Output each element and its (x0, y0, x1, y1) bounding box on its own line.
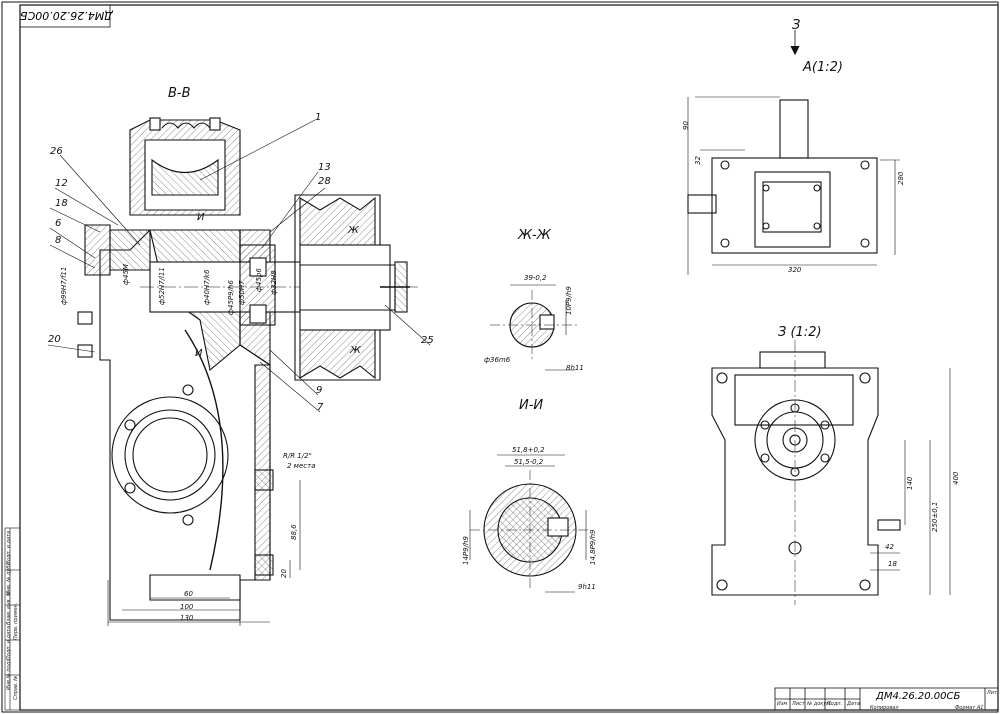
marker-zh-top: Ж (348, 225, 359, 236)
dim-zh-39: 39-0,2 (524, 274, 547, 282)
dim-phi32: ф32Н8 (270, 270, 278, 295)
dim-z-250: 250±0,1 (931, 501, 939, 532)
section-ii-title: И-И (519, 398, 544, 413)
dim-phi50: ф50Н7 (238, 280, 246, 305)
tb-lit: Лит. (987, 690, 999, 696)
dim-phi45m: ф45М (122, 264, 130, 285)
view-arrow-label: З (792, 18, 801, 33)
callout-25: 25 (421, 335, 434, 346)
callout-18: 18 (55, 198, 68, 209)
drawing-code-flipped: ДМ4.26.20.00СБ (20, 9, 113, 22)
dim-z-400: 400 (952, 471, 960, 485)
dim-60: 60 (184, 590, 193, 598)
dim-ii-14: 14Р9/h9 (462, 536, 470, 565)
stamp-3: Взам. инв. № (6, 591, 12, 625)
pulley-drawing (294, 194, 410, 381)
tb-izm: Изм (777, 701, 788, 707)
dim-ii-14b: 14,8Р9/h9 (589, 529, 597, 565)
view-a-drawing (687, 30, 900, 275)
dim-phi45: ф45Р9/h6 (227, 280, 235, 315)
marker-zh-bottom: Ж (350, 345, 361, 356)
callout-8: 8 (55, 235, 62, 246)
dim-two-places: 2 места (287, 462, 316, 470)
dim-phi99: ф99Н7/f11 (60, 266, 68, 305)
stamp-6: Справ. № (13, 675, 19, 700)
callout-12: 12 (55, 178, 68, 189)
dim-a-280: 280 (897, 171, 905, 185)
dim-a-90: 90 (682, 121, 690, 130)
dim-a-320: 320 (788, 266, 802, 274)
section-vv-title: В-В (168, 86, 191, 101)
dim-130: 130 (180, 614, 194, 622)
side-stamp (4, 527, 21, 711)
dim-phi45b: ф45р6 (255, 268, 263, 292)
dim-zh-8: 8h11 (566, 364, 584, 372)
stamp-7: Перв. примен. (13, 602, 19, 640)
stamp-4: Инв. № дубл. (6, 560, 12, 595)
stamp-5: Подп. и дата (6, 530, 12, 565)
section-vv-drawing (77, 117, 420, 621)
callout-6: 6 (55, 218, 62, 229)
title-block-code: ДМ4.26.20.00СБ (876, 691, 961, 702)
dim-zh-10: 10Р9/h9 (565, 286, 573, 315)
dim-ii-51: 51,8+0,2 (512, 446, 545, 454)
stamp-2: Подп. и дата (6, 625, 12, 660)
dim-a-32: 32 (694, 156, 702, 165)
dim-phi40: ф40Н7/k6 (203, 269, 211, 305)
marker-i-bottom: И (195, 348, 203, 359)
section-zhzh-title: Ж-Ж (518, 228, 551, 243)
tb-list: Лист (792, 701, 805, 707)
callout-28: 28 (318, 176, 331, 187)
dim-20: 20 (280, 569, 288, 578)
main-dimension-lines (107, 480, 301, 626)
stamp-1: Инв.№ подл. (6, 657, 12, 690)
dim-thread: R/R 1/2" (283, 452, 312, 460)
callout-leaders (47, 119, 431, 413)
callout-7: 7 (317, 402, 324, 413)
callout-13: 13 (318, 162, 331, 173)
tb-copied: Копировал (870, 705, 899, 711)
view-z-title: З (1:2) (778, 325, 822, 340)
callout-1: 1 (315, 112, 322, 123)
tb-docnum: № докум. (807, 701, 832, 707)
dim-z-42: 42 (885, 543, 894, 551)
tb-date: Дата (847, 701, 860, 707)
marker-i-top: И (197, 212, 205, 223)
dim-ii-51b: 51,5-0,2 (514, 458, 544, 466)
section-ii-drawing (469, 454, 590, 593)
dim-88: 88,6 (290, 524, 298, 540)
callout-20: 20 (48, 334, 61, 345)
view-a-title: А(1:2) (803, 60, 843, 75)
dim-phi52: ф52Н7/l11 (158, 267, 166, 305)
callout-9: 9 (316, 385, 323, 396)
callout-26: 26 (50, 146, 63, 157)
title-block (774, 687, 999, 711)
dim-ii-9: 9h11 (578, 583, 596, 591)
tb-sign: Подп. (827, 701, 843, 707)
dim-100: 100 (180, 603, 194, 611)
dim-z-140: 140 (906, 476, 914, 490)
dim-z-18: 18 (888, 560, 897, 568)
dim-zh-36: ф36m6 (484, 356, 511, 364)
section-zhzh-drawing (490, 284, 580, 371)
view-z-drawing (711, 340, 951, 605)
tb-format: Формат А1 (955, 705, 984, 711)
